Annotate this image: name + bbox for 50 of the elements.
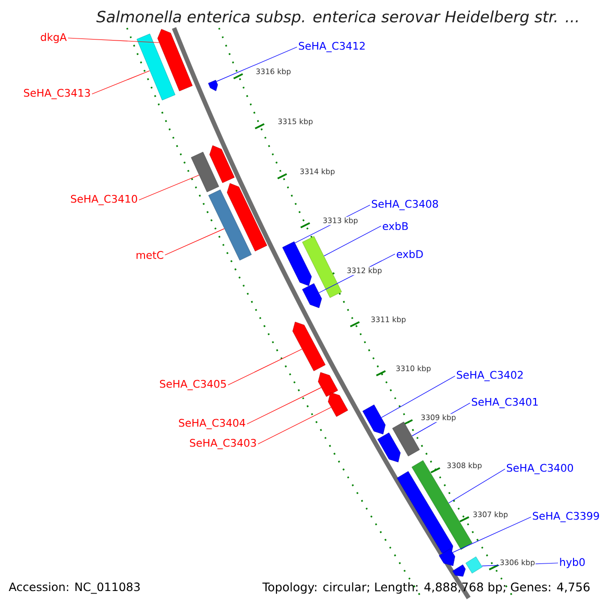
gene-feature xyxy=(466,556,482,574)
leader-line xyxy=(448,468,506,504)
gene-feature xyxy=(302,236,342,298)
gene-feature xyxy=(157,29,193,92)
gene-feature xyxy=(208,80,218,92)
gene-label: metC xyxy=(136,251,164,259)
gene-label: exbD xyxy=(396,250,423,258)
gene-feature xyxy=(209,145,235,183)
leader-line xyxy=(258,407,332,444)
gene-label: SeHA_C3399 xyxy=(532,512,599,522)
leader-line xyxy=(216,46,298,82)
footer-text: Accession: NC_011083 xyxy=(8,582,140,594)
gene-label: SeHA_C3412 xyxy=(298,42,365,52)
leader-line xyxy=(381,376,456,418)
gene-feature xyxy=(190,152,220,192)
leader-line xyxy=(324,226,382,256)
leader-line xyxy=(228,348,302,386)
gene-label: SeHA_C3404 xyxy=(178,418,246,430)
gene-feature xyxy=(362,404,386,434)
gene-label: SeHA_C3401 xyxy=(472,398,538,408)
gene-feature xyxy=(377,432,401,462)
gene-label: SeHA_C3405 xyxy=(160,380,226,390)
gene-feature xyxy=(136,34,176,100)
gene-feature xyxy=(302,283,322,308)
leader-line xyxy=(452,516,532,553)
leader-line xyxy=(68,38,160,43)
gene-label: dkgA xyxy=(40,32,67,44)
gene-feature xyxy=(396,471,454,556)
gene-feature xyxy=(328,392,348,417)
gene-feature xyxy=(208,190,252,260)
gene-feature xyxy=(318,372,338,397)
leader-line xyxy=(138,174,200,200)
gene-label: hyb0 xyxy=(560,558,585,568)
gene-label: SeHA_C3402 xyxy=(456,370,523,382)
gene-feature xyxy=(438,548,456,566)
gene-label: SeHA_C3408 xyxy=(372,200,438,210)
leader-line xyxy=(246,387,322,424)
gene-feature xyxy=(392,422,420,456)
gene-label: SeHA_C3403 xyxy=(190,438,256,450)
gene-label: exbB xyxy=(382,222,408,230)
leader-line xyxy=(92,70,150,94)
gene-feature xyxy=(282,241,312,286)
gene-feature xyxy=(452,564,466,577)
gene-label: SeHA_C3400 xyxy=(506,464,573,474)
gene-label: SeHA_C3410 xyxy=(70,194,138,206)
leader-line xyxy=(164,228,225,256)
gene-label: SeHA_C3413 xyxy=(24,88,90,100)
gene-feature xyxy=(226,183,268,252)
title: Salmonella enterica subsp. enterica serovar Heidelberg str. ... xyxy=(96,10,578,26)
gene-feature xyxy=(292,322,326,372)
